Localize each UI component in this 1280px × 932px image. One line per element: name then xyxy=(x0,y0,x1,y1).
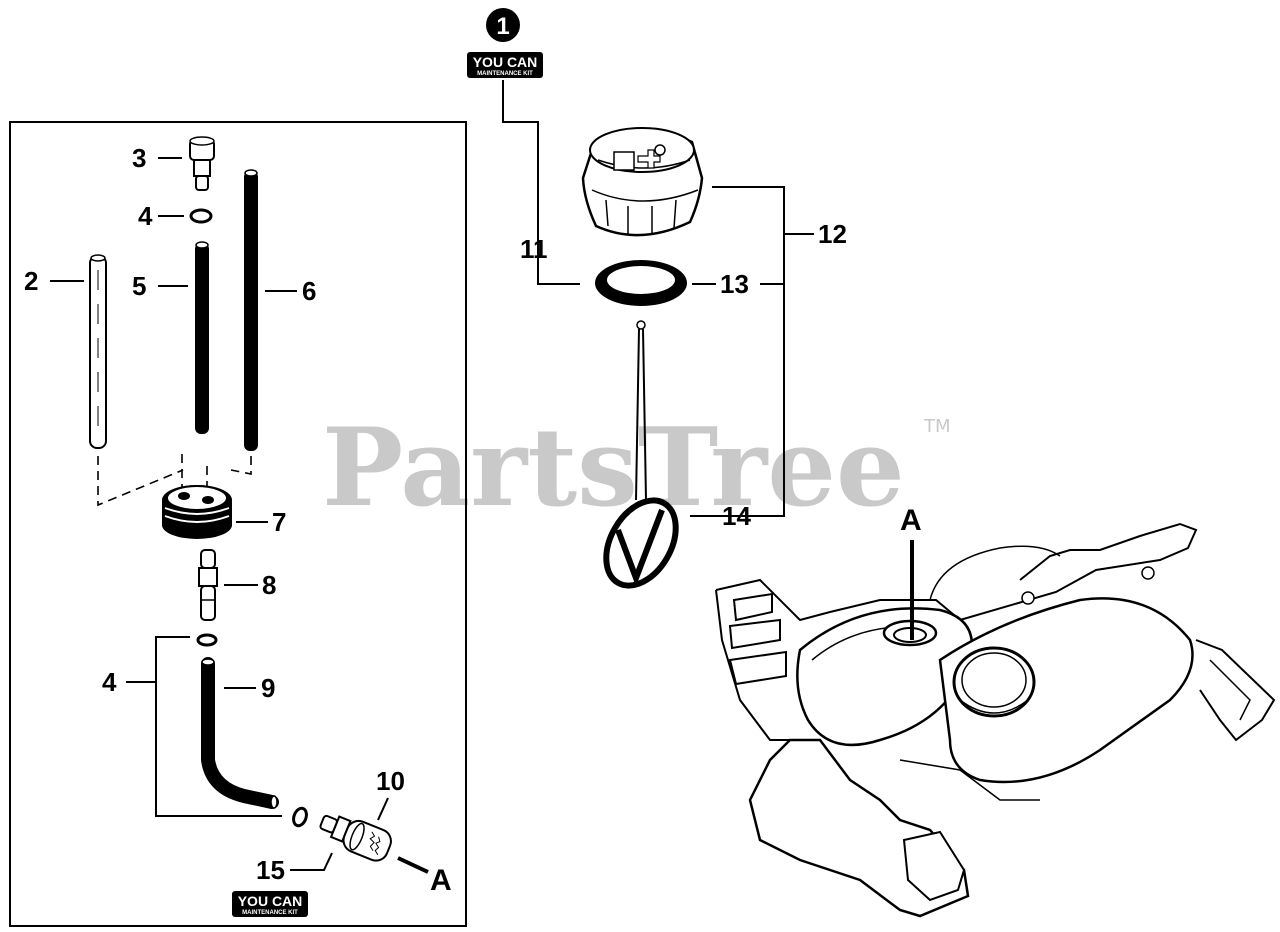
callout-4-bottom[interactable]: 4 xyxy=(102,667,117,697)
kit-logo-bottom-line1: YOU CAN xyxy=(238,893,303,909)
kit-leader-line xyxy=(502,80,580,285)
part-13-gasket[interactable] xyxy=(595,260,687,306)
part-3-fitting[interactable] xyxy=(189,136,215,191)
callout-9[interactable]: 9 xyxy=(261,673,275,703)
part-2-tube[interactable] xyxy=(89,254,107,449)
kit-badge-bottom[interactable]: YOU CAN MAINTENANCE KIT xyxy=(232,891,308,917)
kit-logo-box-bottom xyxy=(232,891,308,917)
fuel-tank xyxy=(715,522,1276,918)
part-5-tube[interactable] xyxy=(195,241,209,434)
part-10-fuel-filter[interactable] xyxy=(316,808,395,865)
kit-logo-line1: YOU CAN xyxy=(473,54,538,70)
callout-2[interactable]: 2 xyxy=(24,266,38,296)
kit-logo-line2: MAINTENANCE KIT xyxy=(477,71,533,77)
callout-1[interactable]: 1 xyxy=(496,13,509,40)
callout-13[interactable]: 13 xyxy=(720,269,749,299)
watermark: PartsTree TM xyxy=(322,405,951,531)
connection-label-a-filter[interactable]: A xyxy=(430,864,452,897)
callout-8[interactable]: 8 xyxy=(262,570,276,600)
callout-11[interactable]: 11 xyxy=(520,234,548,264)
part-6-tube[interactable] xyxy=(244,169,258,451)
watermark-trademark: TM xyxy=(923,416,951,437)
part-4-oring-bottom[interactable] xyxy=(196,633,218,647)
callout-7[interactable]: 7 xyxy=(272,507,286,537)
callout-12[interactable]: 12 xyxy=(818,219,847,249)
kit-logo-box xyxy=(467,52,543,78)
callout-15[interactable]: 15 xyxy=(256,855,285,885)
part-4-clamp-ring[interactable] xyxy=(291,806,308,828)
part-8-connector[interactable] xyxy=(198,549,218,621)
part-4-oring-top[interactable] xyxy=(189,208,213,224)
leader-15 xyxy=(290,852,333,871)
kit-number-circle xyxy=(486,8,520,42)
part-7-grommet[interactable] xyxy=(162,485,232,539)
part-14-strainer[interactable] xyxy=(592,320,690,598)
bracket-4 xyxy=(155,636,282,817)
callout-4-top[interactable]: 4 xyxy=(138,201,153,231)
assembly-dash-lines xyxy=(97,454,252,507)
part-9-fuel-line[interactable] xyxy=(201,657,279,809)
kit-badge-top[interactable]: 1 YOU CAN MAINTENANCE KIT xyxy=(467,8,543,78)
callout-5[interactable]: 5 xyxy=(132,271,146,301)
callout-6[interactable]: 6 xyxy=(302,276,316,306)
connection-a-arrow xyxy=(397,856,429,874)
bracket-12 xyxy=(712,186,785,517)
leader-10 xyxy=(377,797,389,821)
watermark-text: PartsTree xyxy=(322,405,905,531)
kit-logo-bottom-line2: MAINTENANCE KIT xyxy=(242,910,298,916)
callout-14[interactable]: 14 xyxy=(722,501,751,531)
part-12-fuel-cap[interactable] xyxy=(581,127,704,237)
callout-3[interactable]: 3 xyxy=(132,143,146,173)
callout-10[interactable]: 10 xyxy=(376,766,405,796)
connection-label-a-tank[interactable]: A xyxy=(900,504,922,537)
kit-group-frame xyxy=(9,121,467,927)
